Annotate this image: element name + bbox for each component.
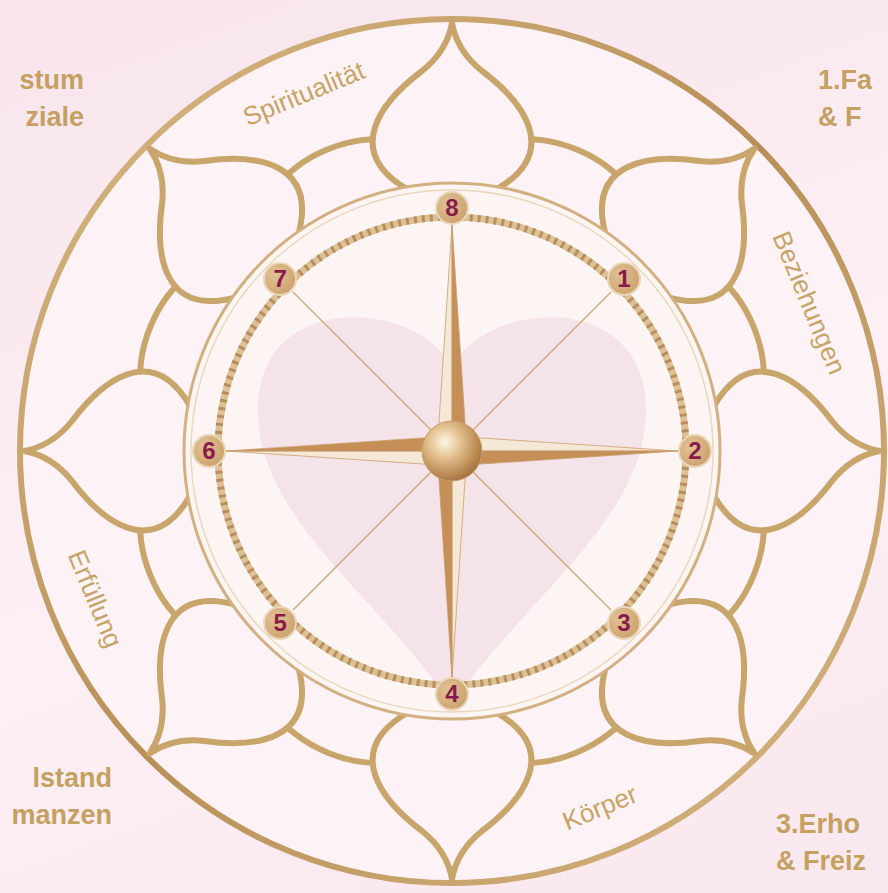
label-text: Beziehungen [766,227,852,379]
number-circle: 7 [263,262,297,296]
area-label: Erfüllung [61,545,129,652]
outer-ring [20,19,884,883]
area-label: Beziehungen [765,227,852,379]
callout-number: 3 [617,611,630,635]
lotus-petals [24,23,880,879]
rope-ring-twist [218,217,686,685]
corner-label: lstand manzen [8,760,112,835]
area-label: Körper [558,778,642,837]
compass-star [226,224,678,678]
callout-number: 1 [617,267,630,291]
callout-number: 5 [273,611,286,635]
callout-number: 4 [445,682,458,706]
number-circle: 4 [435,677,469,711]
number-circle: 3 [607,606,641,640]
callout-number: 8 [445,196,458,220]
label-text: Spiritualität [239,55,369,132]
corner-label: 1.Fa & F [818,62,886,137]
inner-disc [184,183,720,719]
callout-number: 6 [202,439,215,463]
number-circle: 6 [192,434,226,468]
label-text: 1.Fa & F [818,65,872,132]
label-text: Erfüllung [62,545,129,651]
corner-label: 3.Erho & Freiz [776,806,872,881]
area-label: Spiritualität [239,55,370,133]
compass-sphere [422,421,482,481]
number-circle: 5 [263,606,297,640]
callout-number: 2 [688,439,701,463]
number-circle: 1 [607,262,641,296]
label-text: Körper [558,778,642,836]
number-circle: 8 [435,191,469,225]
label-text: 3.Erho & Freiz [776,809,866,876]
number-circle: 2 [678,434,712,468]
label-text: stum ziale [19,65,84,132]
rope-ring [218,217,686,685]
corner-label: stum ziale [4,62,84,137]
label-text: lstand manzen [11,763,112,830]
inner-disc-line [191,190,713,712]
callout-number: 7 [273,267,286,291]
